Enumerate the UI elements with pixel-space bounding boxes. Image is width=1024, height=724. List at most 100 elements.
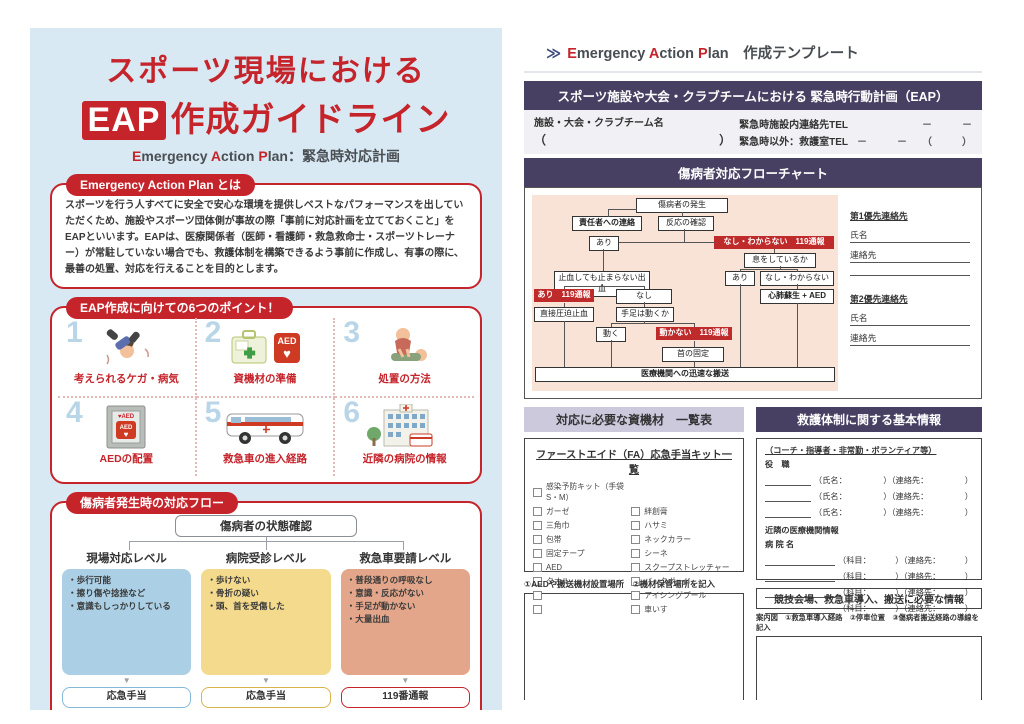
point-cell-1: 1 考えられるケガ・病気 (58, 318, 197, 398)
checkbox[interactable] (533, 591, 542, 600)
checkbox[interactable] (631, 521, 641, 530)
checkbox-item[interactable]: スクープストレッチャー (631, 562, 735, 573)
point-number: 3 (343, 316, 361, 349)
point-cell-5: 5 救急車の進入経路 (197, 398, 336, 476)
checkbox-item[interactable]: シーネ (631, 548, 735, 559)
close-paren: ） (964, 492, 973, 501)
checkbox[interactable] (533, 507, 542, 516)
item-label: 固定テープ (546, 549, 585, 558)
checkbox-item[interactable]: アイシングプール (631, 590, 735, 601)
checkbox-item[interactable]: 車いす (631, 604, 735, 615)
checkbox[interactable] (533, 487, 542, 497)
equipment-note: ①AEDや搬送機材設置場所 ②機材保管場所を記入 (524, 579, 715, 589)
close-paren: ） (964, 476, 973, 485)
subtitle-ction: ction (221, 148, 259, 164)
checkbox-item[interactable]: 絆創膏 (631, 506, 735, 517)
checkbox-item[interactable]: 包帯 (533, 534, 627, 545)
checkbox[interactable] (631, 563, 641, 572)
item-label: ハサミ (644, 521, 668, 530)
item-label: 感染予防キット（手袋S・M） (546, 482, 624, 502)
checkbox[interactable] (631, 535, 641, 544)
flow-line (608, 209, 637, 210)
checkbox[interactable] (631, 507, 641, 516)
header-suffix: 作成テンプレート (728, 46, 859, 62)
checkbox-item[interactable]: バックボード (631, 576, 735, 587)
checkbox[interactable] (533, 563, 542, 572)
rescue-info-column: 救護体制に関する基本情報 （コーチ・指導者・非常勤・ボランティア等） 役 職 （… (756, 407, 982, 700)
hospital-row[interactable]: （科目：）（連絡先：） (765, 570, 973, 582)
node-response-no-call119: なし・わからない 119通報 (714, 236, 834, 249)
flow-line (797, 269, 798, 272)
six-points-section: EAP作成に向けての6つのポイント！ 1 考えられるケガ・病気 2 AED♥ 資… (50, 297, 482, 484)
checkbox[interactable] (631, 605, 641, 614)
header-mergency: mergency (576, 46, 649, 62)
flow-line (611, 323, 612, 327)
checkbox-item[interactable]: ネックカラー (631, 534, 735, 545)
facility-name-label: 施設・大会・クラブチーム名 (534, 118, 664, 129)
flow-line (619, 242, 715, 243)
response-flow-section: 傷病者発生時の対応フロー 傷病者の状態確認 現場対応レベル ・歩行可能 ・擦り傷… (50, 492, 482, 710)
checkbox[interactable] (533, 521, 542, 530)
role-label: 役 職 (765, 460, 790, 469)
contact-label: ）（連絡先： (895, 556, 941, 565)
header-e: E (567, 46, 577, 62)
point-label: 考えられるケガ・病気 (73, 373, 179, 385)
checkbox[interactable] (533, 549, 542, 558)
flow-column-title: 病院受診レベル (225, 553, 307, 565)
staff-row[interactable]: （氏名：）（連絡先：） (765, 474, 973, 486)
checkbox-item[interactable]: ガーゼ (533, 506, 627, 517)
poster-title-line2-text: 作成ガイドライン (170, 101, 451, 139)
priority1-tel-field[interactable]: 連絡先 (850, 248, 970, 263)
checkbox-item[interactable]: タオル (533, 576, 627, 587)
priority1-extra-field[interactable] (850, 263, 970, 276)
checkbox[interactable] (533, 535, 542, 544)
flow-step: 応急手当 (62, 687, 192, 708)
item-label: スクープストレッチャー (644, 563, 730, 572)
checkbox-item[interactable]: AED (533, 562, 627, 573)
checkbox[interactable] (533, 577, 542, 586)
hospital-row[interactable]: （科目：）（連絡先：） (765, 602, 973, 614)
checkbox-item[interactable]: 三角巾 (533, 520, 627, 531)
emergency-tel-field[interactable]: － － (922, 120, 972, 131)
flow-line (740, 269, 741, 272)
office-tel-field[interactable]: － － （ ） (857, 137, 972, 148)
first-aid-kit-aed-icon: AED♥ (201, 324, 330, 370)
flow-line (740, 269, 798, 270)
flow-column-title: 救急車要請レベル (359, 553, 452, 565)
flow-line (611, 340, 612, 367)
staff-group-label: （コーチ・指導者・非常勤・ボランティア等） (765, 446, 937, 455)
checkbox-item[interactable] (533, 590, 627, 601)
six-points-header: EAP作成に向けての6つのポイント！ (66, 297, 294, 319)
venue-map-box[interactable] (756, 636, 982, 700)
point-number: 6 (343, 396, 361, 429)
point-number: 2 (204, 316, 222, 349)
flow-line (740, 284, 741, 367)
hospital-row[interactable]: （科目：）（連絡先：） (765, 554, 973, 566)
facility-name-field[interactable]: （ ） (534, 131, 731, 148)
flow-column-onsite: 現場対応レベル ・歩行可能 ・擦り傷や捻挫など ・意識もしっかりしている ▼ 応… (62, 550, 192, 710)
node-limbs-check: 手足は動くか (616, 307, 674, 322)
checkbox-item[interactable]: 感染予防キット（手袋S・M） (533, 481, 627, 503)
node-no-move-call119: 動かない 119通報 (656, 327, 732, 340)
checkbox-item[interactable]: 固定テープ (533, 548, 627, 559)
flow-column-criteria: ・普段通りの呼吸なし ・意識・反応がない ・手足が動かない ・大量出血 (340, 569, 470, 675)
checkbox[interactable] (631, 591, 641, 600)
flow-line (694, 361, 695, 367)
down-arrow-icon: ▼ (62, 709, 191, 710)
down-arrow-icon: ▼ (262, 676, 270, 685)
item-label: タオル (546, 577, 570, 586)
priority2-tel-field[interactable]: 連絡先 (850, 331, 970, 346)
priority1-name-field[interactable]: 氏名 (850, 228, 970, 243)
dept-label: （科目： (838, 572, 871, 581)
checkbox[interactable] (533, 605, 542, 614)
staff-row[interactable]: （氏名：）（連絡先：） (765, 490, 973, 502)
checkbox[interactable] (631, 549, 641, 558)
template-header: ≫Emergency Action Plan 作成テンプレート (524, 36, 982, 73)
checkbox-item[interactable]: ハサミ (631, 520, 735, 531)
close-paren: ） (964, 604, 973, 613)
staff-row[interactable]: （氏名：）（連絡先：） (765, 506, 973, 518)
checkbox[interactable] (631, 577, 641, 586)
checkbox-item[interactable] (533, 604, 627, 615)
priority2-name-field[interactable]: 氏名 (850, 311, 970, 326)
